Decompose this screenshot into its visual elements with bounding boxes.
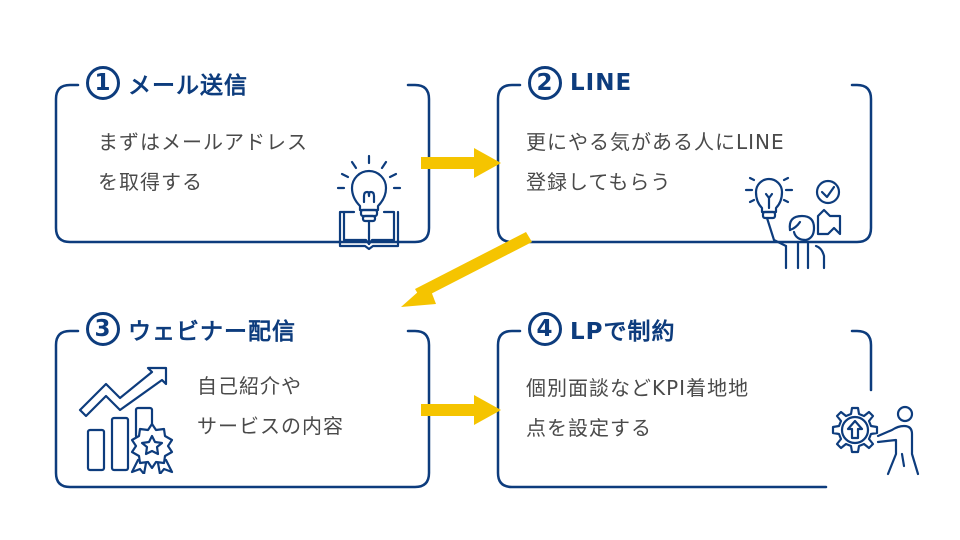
step-3-frame: [54, 329, 431, 489]
step-3-heading: ウェビナー配信: [128, 319, 296, 345]
step-2-line-1: 更にやる気がある人にLINE: [526, 130, 785, 154]
step-1-heading: メール送信: [128, 73, 248, 99]
person-gear-icon: [831, 405, 920, 476]
lightbulb-book-icon: [336, 154, 402, 251]
step-2-number: 2: [528, 66, 562, 100]
growth-chart-award-icon: [78, 366, 174, 474]
step-1-line-2: を取得する: [98, 170, 203, 194]
step-4-line-2: 点を設定する: [526, 416, 652, 440]
step-3-line-1: 自己紹介や: [197, 374, 302, 398]
arrow-step2-to-step3: [401, 232, 532, 307]
step-2-description: 更にやる気がある人にLINE 登録してもらう: [526, 122, 785, 202]
step-2-frame: [496, 83, 873, 244]
step-3-title: 3 ウェビナー配信: [80, 312, 302, 346]
step-3-description: 自己紹介や サービスの内容: [197, 366, 344, 446]
person-idea-icon: [744, 176, 842, 270]
step-3-number: 3: [86, 312, 120, 346]
step-1-frame: [54, 83, 431, 244]
step-1-title: 1 メール送信: [80, 66, 254, 100]
step-2-title: 2 LINE: [522, 66, 639, 100]
step-3-line-2: サービスの内容: [197, 414, 344, 438]
step-2-line-2: 登録してもらう: [526, 170, 672, 194]
step-2-heading: LINE: [570, 70, 633, 96]
step-4-line-1: 個別面談などKPI着地地: [526, 376, 750, 400]
step-1-number: 1: [86, 66, 120, 100]
arrow-step1-to-step2: [421, 148, 501, 178]
step-4-title: 4 LPで制約: [522, 312, 682, 346]
step-4-description: 個別面談などKPI着地地 点を設定する: [526, 368, 749, 448]
arrow-step3-to-step4: [421, 395, 501, 425]
step-1-line-1: まずはメールアドレス: [98, 130, 308, 154]
step-4-heading: LPで制約: [570, 319, 676, 345]
step-4-number: 4: [528, 312, 562, 346]
step-1-description: まずはメールアドレス を取得する: [98, 122, 308, 202]
